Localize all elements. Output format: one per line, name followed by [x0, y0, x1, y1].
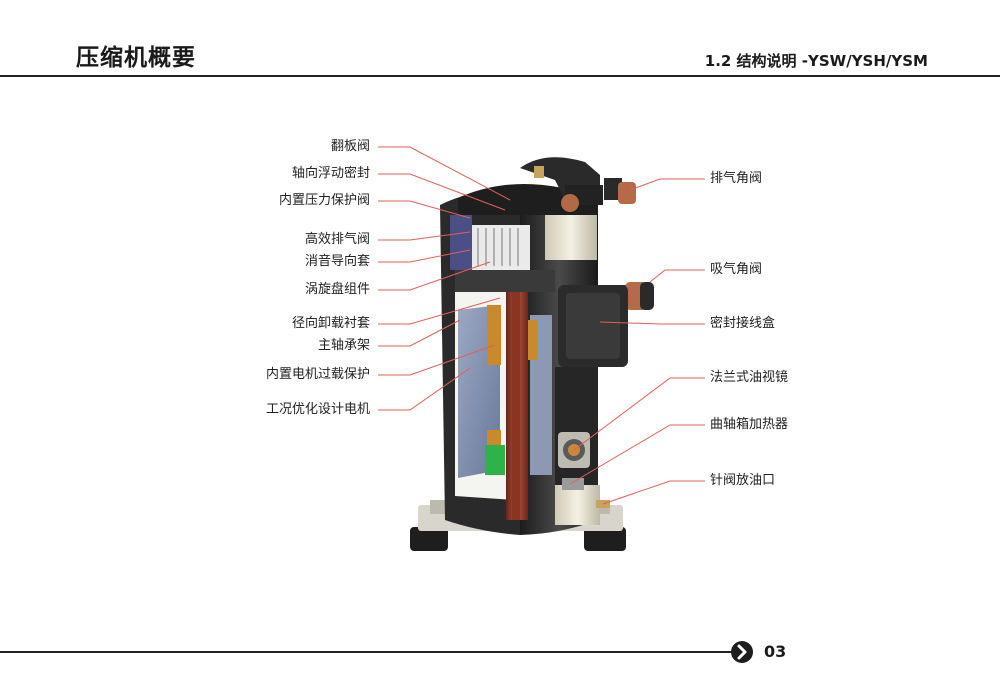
label-flange-oil-sight-glass: 法兰式油视镜	[710, 370, 789, 385]
page-number: 03	[764, 642, 787, 661]
label-sealed-terminal-box: 密封接线盒	[710, 316, 776, 331]
label-discharge-angle-valve: 排气角阀	[710, 171, 763, 186]
label-main-bearing-housing: 主轴承架	[317, 338, 370, 353]
label-needle-valve-oil-drain: 针阀放油口	[710, 473, 776, 488]
label-crankcase-heater: 曲轴箱加热器	[710, 417, 789, 432]
label-internal-pressure-relief-valve: 内置压力保护阀	[278, 193, 370, 208]
footer-rule	[0, 651, 735, 653]
header-rule	[0, 75, 1000, 77]
next-page-button[interactable]	[731, 641, 753, 663]
chevron-right-icon	[737, 644, 747, 660]
label-axial-floating-seal: 轴向浮动密封	[291, 166, 370, 181]
label-muffler-guide-sleeve: 消音导向套	[304, 254, 370, 269]
label-suction-angle-valve: 吸气角阀	[710, 262, 763, 277]
label-optimized-motor: 工况优化设计电机	[265, 402, 370, 417]
label-internal-motor-overload-protection: 内置电机过载保护	[265, 367, 370, 382]
label-high-efficiency-discharge-valve: 高效排气阀	[304, 232, 370, 247]
label-radial-unloading-bushing: 径向卸载衬套	[291, 316, 370, 331]
page-title: 压缩机概要	[76, 45, 196, 71]
label-scroll-assembly: 涡旋盘组件	[304, 282, 370, 297]
section-title: 1.2 结构说明 -YSW/YSH/YSM	[704, 52, 928, 70]
label-flap-valve: 翻板阀	[330, 139, 370, 154]
